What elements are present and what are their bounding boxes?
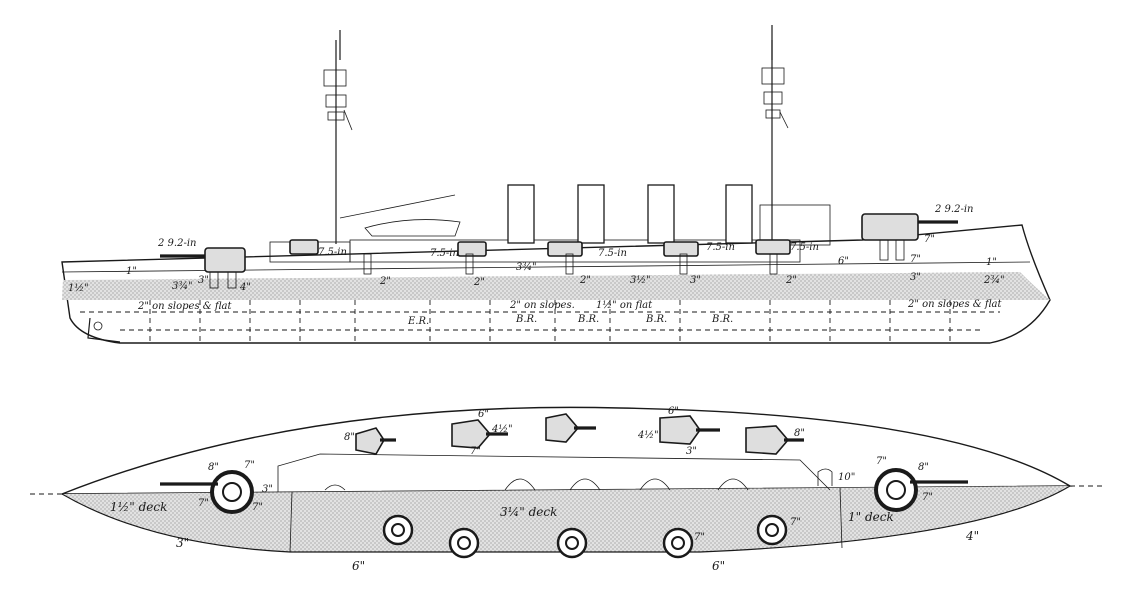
- profile-view: 2 9.2-in 2 9.2-in 7.5-in 7.5-in 7.5-in 7…: [61, 25, 1051, 344]
- plan-superstructure: [277, 453, 831, 492]
- plan-bulkhead-aft: [839, 487, 843, 549]
- profile-armour-belt: [62, 272, 1050, 300]
- aft-superstructure: [759, 204, 831, 246]
- belt-label: 7": [924, 234, 935, 245]
- plan-armour-label: 10": [838, 472, 855, 483]
- plan-view: 1½" deck 3¼" deck 1" deck 3" 6" 6" 4" 8"…: [30, 406, 1102, 573]
- belt-label: 2": [579, 275, 591, 286]
- aft-mast: [761, 25, 789, 244]
- belt-label: 3": [910, 272, 921, 283]
- profile-7-5-turrets: [289, 239, 791, 275]
- funnel-3: [647, 184, 675, 244]
- plan-deck-label-fore: 1½" deck: [110, 500, 167, 514]
- plan-armour-label: 7": [922, 492, 933, 503]
- small-gun-label: 7.5-in: [598, 248, 627, 259]
- plan-armour-label: 6": [478, 409, 489, 420]
- belt-label: 4": [239, 282, 251, 293]
- plan-turret-fore: [160, 470, 254, 514]
- plan-side-label-aft: 4": [965, 529, 979, 543]
- plan-armour-label: 7": [470, 446, 481, 457]
- compartment-label: B.R.: [645, 314, 667, 325]
- small-gun-label: 7.5-in: [430, 248, 459, 259]
- deck-label-aft: 2" on slopes & flat: [907, 299, 1002, 310]
- plan-side-label-mid-left: 6": [352, 559, 365, 573]
- belt-label: 3": [690, 275, 701, 286]
- plan-armour-label: 7": [790, 517, 801, 528]
- plan-side-label-fore: 3": [176, 536, 189, 550]
- plan-hull-lower-outline: [61, 485, 1071, 553]
- plan-deck-label-mid: 3¼" deck: [500, 505, 557, 519]
- belt-label: 2": [379, 276, 391, 287]
- gun-label-fore: 2 9.2-in: [157, 238, 196, 249]
- deck-label-fore: 2" on slopes & flat: [137, 301, 232, 312]
- plan-aft-tower: [817, 468, 833, 486]
- compartment-label: E.R.: [407, 316, 429, 327]
- plan-armour-label: 8": [794, 428, 805, 439]
- mid-superstructure: [349, 239, 801, 263]
- plan-armour-label: 4½": [491, 424, 513, 435]
- belt-label: 2": [785, 275, 797, 286]
- small-gun-label: 7.5-in: [790, 242, 819, 253]
- profile-stern: [87, 317, 121, 343]
- plan-armour-label: 7": [252, 502, 263, 513]
- profile-bulkheads: [149, 300, 951, 343]
- plan-armour-label: 3": [262, 484, 273, 495]
- belt-label: 1½": [68, 283, 89, 294]
- profile-propeller: [93, 321, 103, 331]
- small-gun-label: 7.5-in: [318, 247, 347, 258]
- deck-label-mid-slopes: 2" on slopes.: [509, 300, 575, 311]
- plan-side-label-mid-right: 6": [712, 559, 725, 573]
- small-gun-label: 7.5-in: [706, 242, 735, 253]
- boat: [364, 219, 461, 237]
- plan-bulkhead-fore: [289, 491, 293, 553]
- belt-label: 3¾": [516, 262, 537, 273]
- plan-turret-aft: [874, 468, 968, 512]
- compartment-label: B.R.: [711, 314, 733, 325]
- plan-armour-label: 8": [208, 462, 219, 473]
- plan-armour-label: 7": [694, 532, 705, 543]
- plan-armour-label: 8": [918, 462, 929, 473]
- belt-label: 6": [838, 256, 849, 267]
- belt-label: 7": [910, 254, 921, 265]
- plan-armour-label: 4½": [637, 430, 659, 441]
- belt-label: 2": [473, 277, 485, 288]
- plan-armour-label: 6": [668, 406, 679, 417]
- plan-7-5-turrets: [355, 413, 804, 455]
- plan-armour-label: 7": [876, 456, 887, 467]
- funnel-4: [725, 184, 753, 244]
- belt-label: 1": [986, 257, 997, 268]
- boat-crane: [339, 194, 456, 219]
- plan-armour-label: 3": [686, 446, 697, 457]
- fore-9-2-turret: [160, 247, 246, 289]
- compartment-label: B.R.: [577, 314, 599, 325]
- plan-armour-label: 8": [344, 432, 355, 443]
- funnel-2: [577, 184, 605, 244]
- plan-armour-label: 7": [244, 460, 255, 471]
- compartment-label: B.R.: [515, 314, 537, 325]
- belt-label: 3¾": [172, 281, 193, 292]
- belt-label: 2¾": [983, 275, 1005, 286]
- gun-label-aft: 2 9.2-in: [934, 204, 973, 215]
- funnel-1: [507, 184, 535, 244]
- belt-label: 1": [126, 266, 137, 277]
- plan-barbettes: [382, 514, 788, 559]
- fore-mast: [323, 30, 353, 244]
- plan-deck-label-aft: 1" deck: [848, 510, 894, 524]
- belt-label: 3½": [630, 275, 651, 286]
- plan-armour-label: 7": [198, 498, 209, 509]
- aft-9-2-turret: [861, 213, 958, 261]
- plan-hull-lower: [62, 486, 1070, 552]
- plan-funnels: [324, 478, 749, 491]
- deck-label-mid-flat: 1½" on flat: [596, 300, 653, 311]
- belt-label: 3": [198, 275, 209, 286]
